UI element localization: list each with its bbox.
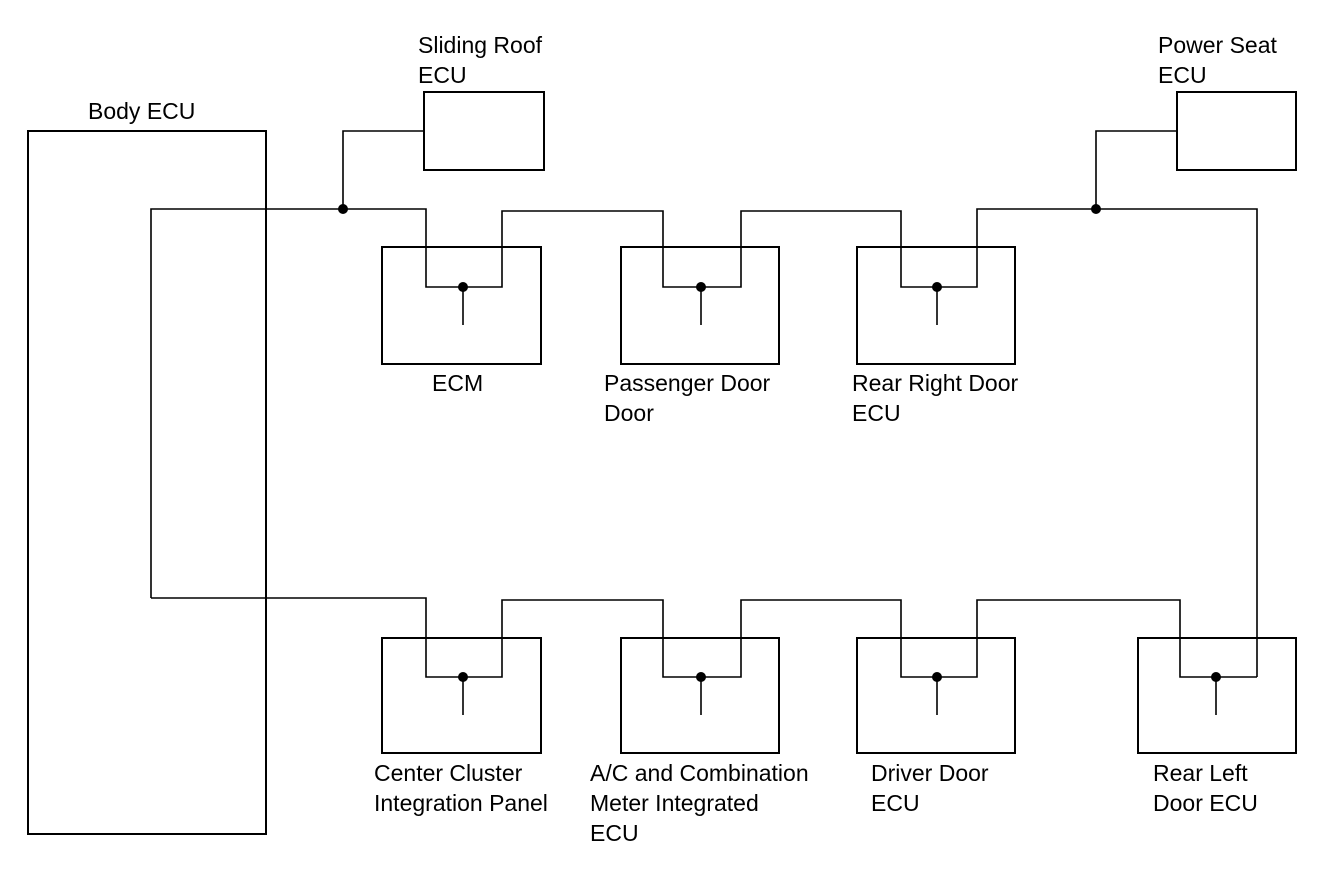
- driver-door-ecu-box: [856, 637, 1016, 754]
- ac-combination-meter-label: A/C and Combination Meter Integrated ECU: [590, 760, 809, 846]
- terminator-ac-combination-meter: [696, 672, 706, 715]
- terminator-rear-right-door: [932, 282, 942, 325]
- rear-right-door-ecu-box: [856, 246, 1016, 365]
- passenger-door-label: Passenger Door Door: [604, 370, 771, 426]
- power-seat-ecu-label: Power Seat ECU: [1158, 32, 1277, 88]
- passenger-door-box: [620, 246, 780, 365]
- rear-left-door-ecu-box: [1137, 637, 1297, 754]
- power-seat-ecu-box: [1176, 91, 1297, 171]
- sliding-roof-ecu-box: [423, 91, 545, 171]
- center-cluster-label: Center Cluster Integration Panel: [374, 760, 548, 816]
- terminator-center-cluster: [458, 672, 468, 715]
- top-bus-line: [150, 208, 1258, 677]
- terminator-ecm: [458, 282, 468, 325]
- sliding-roof-branch: [342, 130, 424, 209]
- driver-door-ecu-label: Driver Door ECU: [871, 760, 989, 816]
- terminator-driver-door: [932, 672, 942, 715]
- sliding-roof-ecu-label: Sliding Roof ECU: [418, 32, 543, 88]
- ac-combination-meter-box: [620, 637, 780, 754]
- ecm-box: [381, 246, 542, 365]
- junction-dot-sliding-roof: [338, 204, 348, 214]
- junction-dot-power-seat: [1091, 204, 1101, 214]
- rear-left-door-ecu-label: Rear Left Door ECU: [1153, 760, 1258, 816]
- body-ecu-box: [27, 130, 267, 835]
- body-ecu-label: Body ECU: [88, 98, 196, 124]
- terminator-rear-left-door: [1211, 672, 1221, 715]
- terminator-passenger-door: [696, 282, 706, 325]
- ecm-label: ECM: [432, 370, 484, 396]
- rear-right-door-ecu-label: Rear Right Door ECU: [852, 370, 1019, 426]
- center-cluster-box: [381, 637, 542, 754]
- power-seat-branch: [1095, 130, 1177, 209]
